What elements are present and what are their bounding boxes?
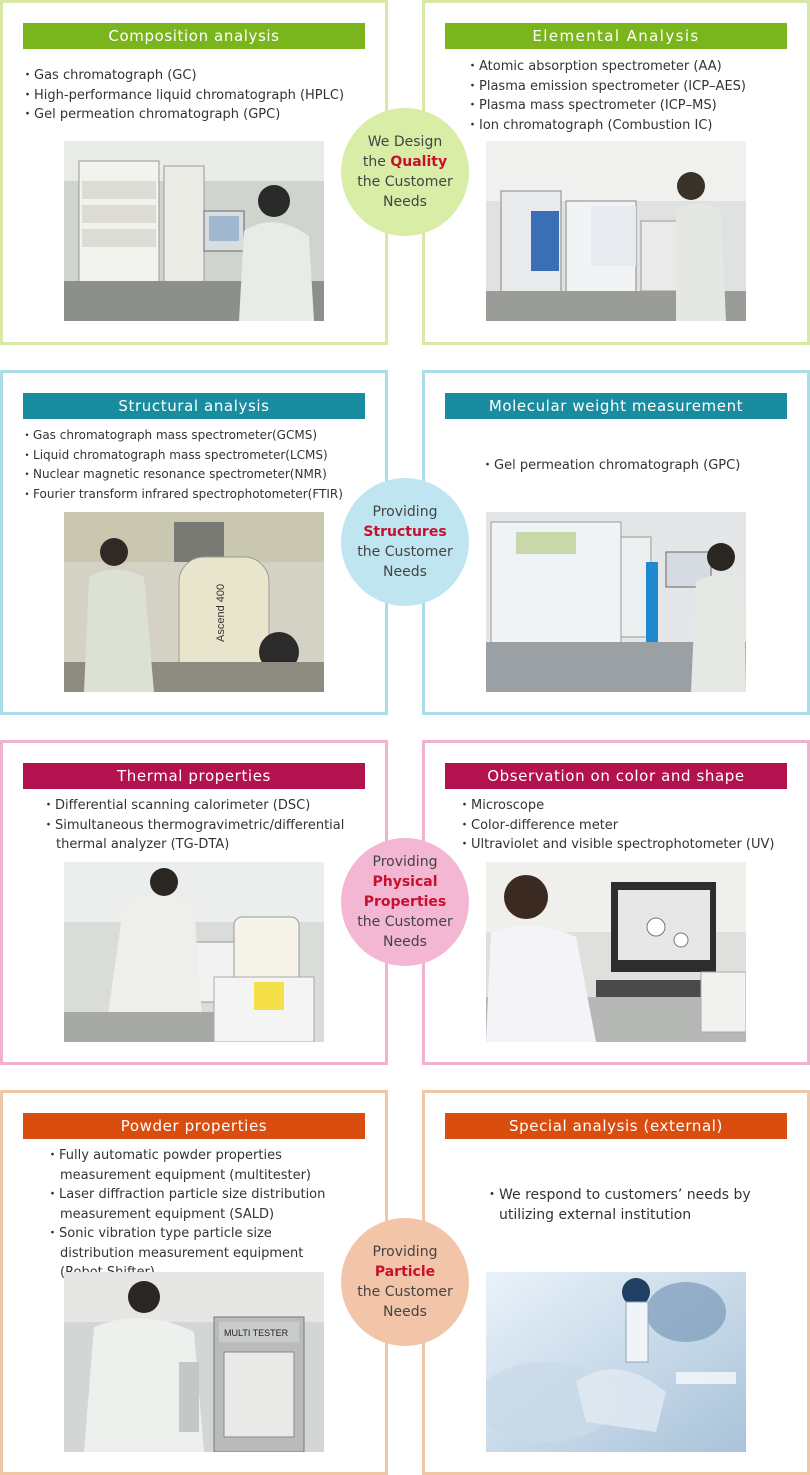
hplc-lab-photo: [64, 141, 324, 321]
circle-line: Providing: [372, 1244, 438, 1260]
circle-line: the Customer: [357, 544, 453, 560]
special-analysis-header: Special analysis (external): [445, 1113, 787, 1139]
circle-line: Needs: [383, 564, 427, 580]
molecular-weight-header: Molecular weight measurement: [445, 393, 787, 419]
particle-circle: Providing Particle the Customer Needs: [341, 1218, 469, 1346]
list-item: Fully automatic powder properties measur…: [48, 1146, 348, 1185]
color-shape-list: Microscope Color‐difference meter Ultrav…: [460, 796, 790, 855]
list-item: Plasma mass spectrometer (ICP–MS): [468, 96, 788, 116]
circle-keyword-line: the Quality: [363, 152, 447, 172]
circle-keyword: Properties: [363, 894, 447, 910]
list-item: Color‐difference meter: [460, 816, 790, 836]
physical-properties-circle: Providing Physical Properties the Custom…: [341, 838, 469, 966]
nmr-lab-photo: Ascend 400: [64, 512, 324, 692]
thermal-properties-list: Differential scanning calorimeter (DSC) …: [44, 796, 354, 855]
circle-line: Needs: [383, 934, 427, 950]
multitester-label: MULTI TESTER: [224, 1328, 289, 1338]
quality-circle: We Design the Quality the Customer Needs: [341, 108, 469, 236]
microscope-lab-photo: [486, 862, 746, 1042]
icp-lab-photo: [486, 141, 746, 321]
circle-keyword: Quality: [390, 154, 448, 170]
list-item: Gel permeation chromatograph (GPC): [23, 105, 368, 125]
list-item: Gas chromatograph mass spectrometer(GCMS…: [23, 426, 368, 446]
circle-line: the Customer: [357, 914, 453, 930]
external-lab-photo: [486, 1272, 746, 1452]
circle-line: the Customer: [357, 1284, 453, 1300]
circle-line: the Customer: [357, 174, 453, 190]
circle-line: We Design: [367, 134, 443, 150]
circle-line: Providing: [372, 854, 438, 870]
composition-analysis-header: Composition analysis: [23, 23, 365, 49]
color-shape-header: Observation on color and shape: [445, 763, 787, 789]
list-item: Gel permeation chromatograph (GPC): [483, 456, 783, 476]
powder-properties-list: Fully automatic powder properties measur…: [48, 1146, 348, 1283]
list-item: Nuclear magnetic resonance spectrometer(…: [23, 465, 368, 485]
list-item: Plasma emission spectrometer (ICP–AES): [468, 77, 788, 97]
structures-circle: Providing Structures the Customer Needs: [341, 478, 469, 606]
circle-line: Needs: [383, 194, 427, 210]
circle-line: Providing: [372, 504, 438, 520]
gpc-lab-photo: [486, 512, 746, 692]
list-item: Microscope: [460, 796, 790, 816]
circle-line: Needs: [383, 1304, 427, 1320]
thermal-properties-header: Thermal properties: [23, 763, 365, 789]
composition-analysis-list: Gas chromatograph (GC) High‐performance …: [23, 66, 368, 125]
list-item: Differential scanning calorimeter (DSC): [44, 796, 354, 816]
list-item: High‐performance liquid chromatograph (H…: [23, 86, 368, 106]
powder-properties-header: Powder properties: [23, 1113, 365, 1139]
structural-analysis-list: Gas chromatograph mass spectrometer(GCMS…: [23, 426, 368, 504]
circle-keyword: Particle: [374, 1264, 436, 1280]
circle-pre: the: [362, 154, 386, 170]
elemental-analysis-header: Elemental Analysis: [445, 23, 787, 49]
list-item: Atomic absorption spectrometer (AA): [468, 57, 788, 77]
elemental-analysis-list: Atomic absorption spectrometer (AA) Plas…: [468, 57, 788, 135]
list-item: We respond to customers’ needs by utiliz…: [487, 1185, 767, 1225]
circle-keyword: Structures: [363, 524, 447, 540]
list-item: Gas chromatograph (GC): [23, 66, 368, 86]
molecular-weight-list: Gel permeation chromatograph (GPC): [483, 456, 783, 476]
ascend-label: Ascend 400: [215, 584, 227, 642]
list-item: Liquid chromatograph mass spectrometer(L…: [23, 446, 368, 466]
structural-analysis-header: Structural analysis: [23, 393, 365, 419]
list-item: Ultraviolet and visible spectrophotomete…: [460, 835, 790, 855]
list-item: Simultaneous thermogravimetric/different…: [44, 816, 354, 855]
powder-tester-lab-photo: MULTI TESTER: [64, 1272, 324, 1452]
list-item: Ion chromatograph (Combustion IC): [468, 116, 788, 136]
list-item: Fourier transform infrared spectrophotom…: [23, 485, 368, 505]
circle-keyword: Physical: [372, 874, 438, 890]
special-analysis-list: We respond to customers’ needs by utiliz…: [487, 1185, 767, 1225]
dsc-lab-photo: [64, 862, 324, 1042]
list-item: Laser diffraction particle size distribu…: [48, 1185, 348, 1224]
